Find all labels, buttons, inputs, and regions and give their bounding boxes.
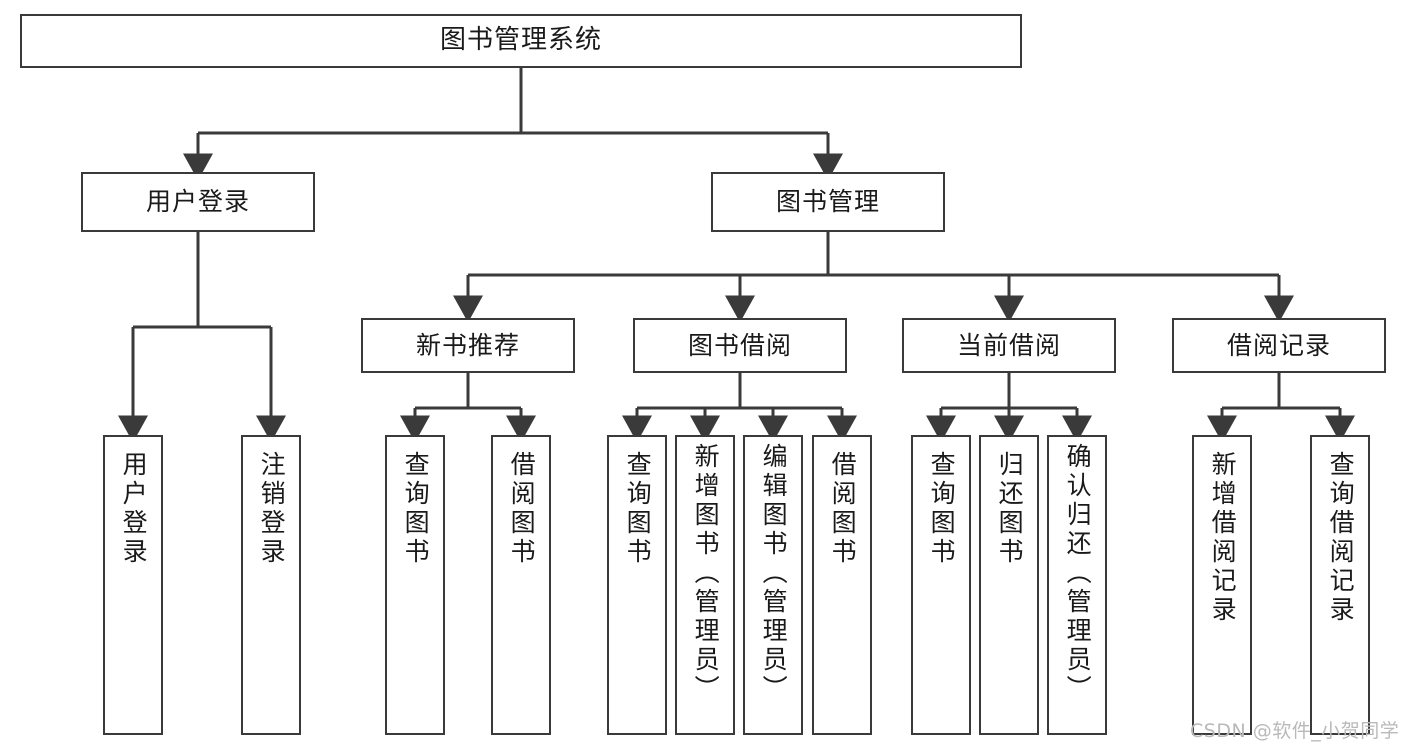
node-label: 新增图书（管理员） xyxy=(691,443,721,704)
node-label: 用户登录 xyxy=(119,451,149,567)
node-book-management[interactable]: 图书管理 xyxy=(711,172,945,232)
csdn-watermark: CSDN @软件_小贺同学 xyxy=(1190,720,1400,742)
node-new-book-recommend[interactable]: 新书推荐 xyxy=(361,318,575,373)
node-leaf-query-book-3[interactable]: 查询图书 xyxy=(911,435,971,735)
node-label: 归还图书 xyxy=(995,451,1025,567)
node-label: 借阅图书 xyxy=(507,451,537,567)
node-label: 新书推荐 xyxy=(415,330,520,360)
node-label: 借阅记录 xyxy=(1226,330,1331,360)
node-leaf-confirm-return[interactable]: 确认归还（管理员） xyxy=(1047,435,1107,735)
node-leaf-borrow-book-2[interactable]: 借阅图书 xyxy=(812,435,872,735)
node-label: 图书管理系统 xyxy=(439,25,602,56)
node-label: 注销登录 xyxy=(257,451,287,567)
node-label: 确认归还（管理员） xyxy=(1063,443,1093,704)
node-leaf-add-book[interactable]: 新增图书（管理员） xyxy=(675,435,735,735)
node-label: 用户登录 xyxy=(145,187,250,216)
node-label: 当前借阅 xyxy=(956,330,1061,360)
node-borrow-record[interactable]: 借阅记录 xyxy=(1172,318,1386,373)
node-leaf-edit-book[interactable]: 编辑图书（管理员） xyxy=(743,435,803,735)
node-label: 查询图书 xyxy=(623,451,653,567)
node-label: 图书管理 xyxy=(775,187,880,216)
node-leaf-query-book-1[interactable]: 查询图书 xyxy=(385,435,445,735)
node-label: 编辑图书（管理员） xyxy=(759,443,789,704)
node-book-borrow[interactable]: 图书借阅 xyxy=(633,318,847,373)
node-label: 查询借阅记录 xyxy=(1326,451,1356,625)
node-label: 查询图书 xyxy=(927,451,957,567)
node-label: 新增借阅记录 xyxy=(1208,451,1238,625)
node-leaf-return-book[interactable]: 归还图书 xyxy=(979,435,1039,735)
node-leaf-query-book-2[interactable]: 查询图书 xyxy=(607,435,667,735)
node-user-login[interactable]: 用户登录 xyxy=(81,172,315,232)
node-leaf-user-login[interactable]: 用户登录 xyxy=(103,435,163,735)
node-label: 借阅图书 xyxy=(828,451,858,567)
node-label: 查询图书 xyxy=(401,451,431,567)
node-label: 图书借阅 xyxy=(687,330,792,360)
node-root-book-management-system[interactable]: 图书管理系统 xyxy=(20,14,1022,68)
node-leaf-add-borrow-record[interactable]: 新增借阅记录 xyxy=(1192,435,1252,735)
node-leaf-query-borrow-record[interactable]: 查询借阅记录 xyxy=(1310,435,1370,735)
node-leaf-logout-login[interactable]: 注销登录 xyxy=(241,435,301,735)
node-leaf-borrow-book-1[interactable]: 借阅图书 xyxy=(491,435,551,735)
node-current-borrow[interactable]: 当前借阅 xyxy=(902,318,1116,373)
